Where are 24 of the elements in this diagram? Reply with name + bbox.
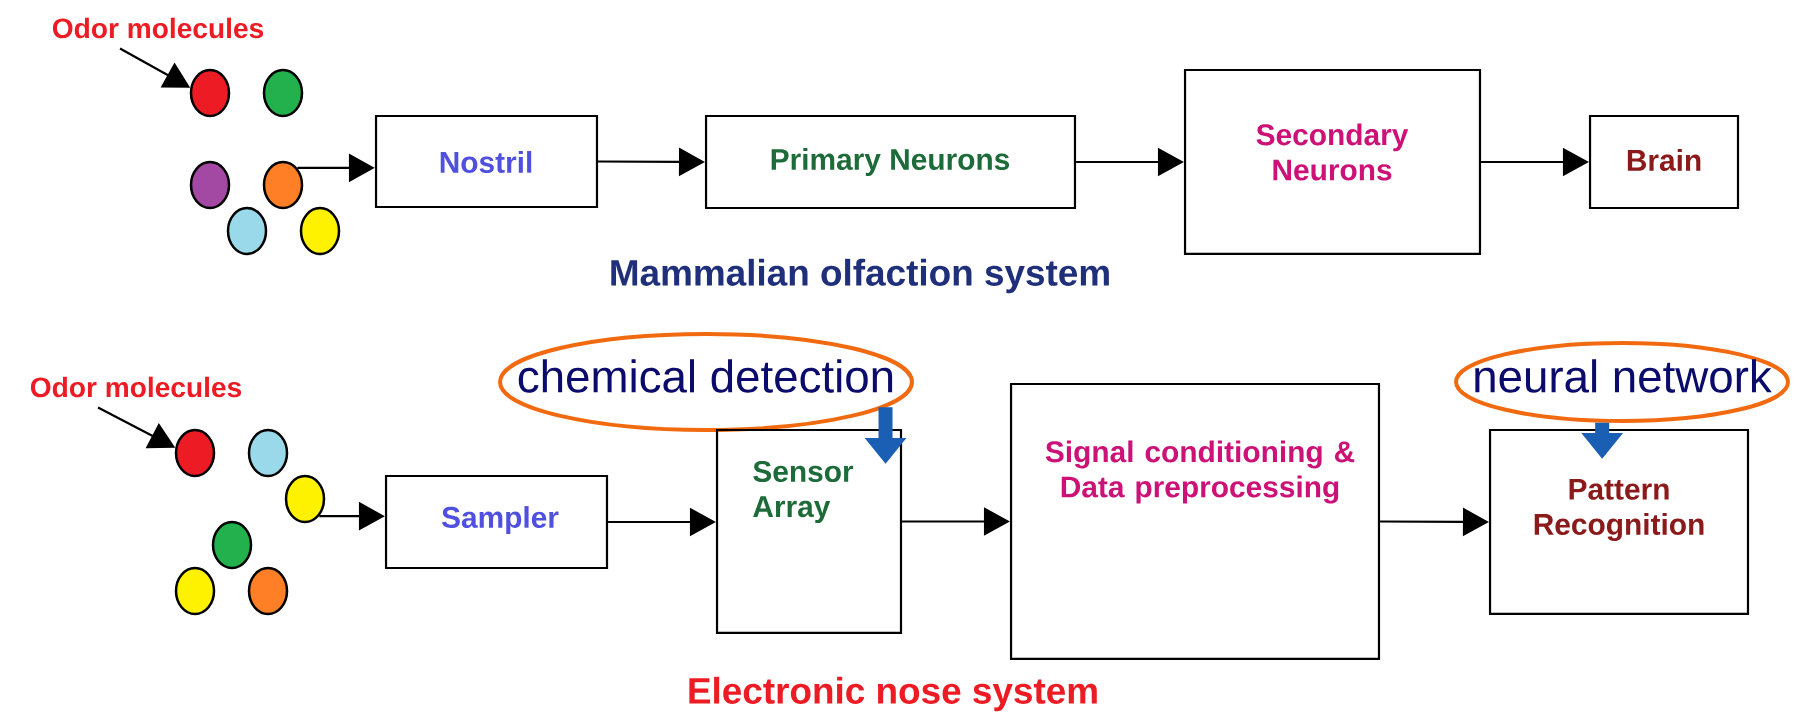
molecule-circle: [299, 206, 341, 256]
molecule-circle: [284, 474, 326, 524]
system-title: Mammalian olfaction system: [611, 258, 1109, 294]
molecule-circle: [174, 566, 216, 616]
process-box: Sampler: [384, 474, 609, 570]
process-box: Nostril: [374, 114, 599, 209]
odor-label: Odor molecules: [30, 376, 242, 398]
molecule-circle: [247, 428, 289, 478]
odor-label: Odor molecules: [52, 17, 264, 39]
molecule-circle: [189, 68, 231, 118]
molecule-circle: [247, 566, 289, 616]
process-box: Brain: [1588, 114, 1740, 210]
molecule-circle: [226, 206, 268, 256]
process-box: Pattern Recognition: [1488, 428, 1750, 616]
process-box: Primary Neurons: [704, 114, 1077, 210]
molecule-circle: [262, 68, 304, 118]
molecule-circle: [211, 520, 253, 570]
process-box: Sensor Array: [715, 428, 903, 635]
process-box: Secondary Neurons: [1183, 68, 1482, 256]
molecule-circle: [262, 160, 304, 210]
system-title: Electronic nose system: [689, 676, 1097, 712]
process-box: Signal conditioning & Data preprocessing: [1009, 382, 1381, 661]
molecule-circle: [174, 428, 216, 478]
molecule-circle: [189, 160, 231, 210]
